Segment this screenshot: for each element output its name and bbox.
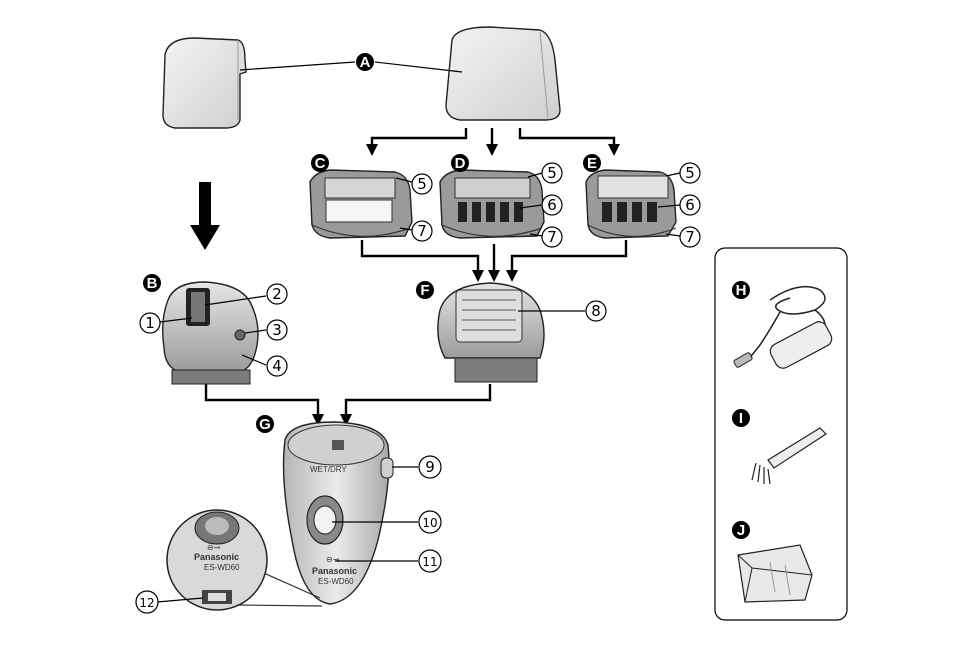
badge-d: D bbox=[451, 154, 469, 172]
svg-text:6: 6 bbox=[685, 196, 695, 214]
callout-7-e: 7 bbox=[679, 226, 701, 248]
svg-text:E: E bbox=[587, 155, 597, 172]
arrow-cap-to-c bbox=[366, 128, 468, 156]
svg-text:G: G bbox=[259, 416, 271, 433]
zoom-model: ES-WD60 bbox=[204, 563, 240, 572]
badge-c: C bbox=[311, 154, 329, 172]
badge-g: G bbox=[256, 415, 274, 433]
svg-text:5: 5 bbox=[417, 175, 427, 193]
svg-text:C: C bbox=[315, 155, 326, 172]
svg-text:A: A bbox=[360, 54, 371, 71]
leader-a-right bbox=[374, 61, 463, 73]
callout-4: 4 bbox=[266, 355, 288, 377]
attachment-c bbox=[309, 169, 413, 239]
svg-text:7: 7 bbox=[547, 228, 557, 246]
epilator-head-f bbox=[437, 282, 545, 383]
callout-10: 10 bbox=[418, 510, 442, 534]
callout-11: 11 bbox=[418, 549, 442, 573]
callout-5-d: 5 bbox=[541, 162, 563, 184]
svg-text:I: I bbox=[739, 410, 743, 427]
arrow-b-to-g bbox=[204, 384, 324, 426]
body-brand: Panasonic bbox=[312, 566, 357, 576]
svg-text:7: 7 bbox=[685, 228, 695, 246]
badge-f: F bbox=[416, 281, 434, 299]
badge-a: A bbox=[356, 53, 374, 71]
callout-3: 3 bbox=[266, 319, 288, 341]
svg-text:6: 6 bbox=[547, 196, 557, 214]
callout-5-c: 5 bbox=[411, 173, 433, 195]
svg-text:2: 2 bbox=[272, 285, 282, 303]
callout-6-d: 6 bbox=[541, 194, 563, 216]
badge-h: H bbox=[732, 281, 750, 299]
arrow-f-to-g bbox=[340, 384, 492, 426]
badge-b: B bbox=[143, 274, 161, 292]
zoom-brand: Panasonic bbox=[194, 552, 239, 562]
svg-text:1: 1 bbox=[145, 314, 155, 332]
svg-text:B: B bbox=[147, 275, 158, 292]
protective-cap-small bbox=[162, 37, 247, 129]
big-down-arrow bbox=[190, 182, 220, 250]
zoom-plug-icon: ⊖⊸ bbox=[207, 543, 221, 552]
attachment-e bbox=[585, 169, 677, 239]
callout-6-e: 6 bbox=[679, 194, 701, 216]
svg-text:J: J bbox=[737, 522, 745, 539]
protective-cap-large bbox=[445, 26, 561, 121]
attachment-d bbox=[439, 169, 545, 239]
badge-i: I bbox=[732, 409, 750, 427]
badge-e: E bbox=[583, 154, 601, 172]
badge-j: J bbox=[732, 521, 750, 539]
svg-text:8: 8 bbox=[591, 302, 601, 320]
callout-7-c: 7 bbox=[411, 220, 433, 242]
cleaning-brush bbox=[751, 427, 827, 485]
power-plug-icon: ⊖⊸ bbox=[326, 555, 340, 564]
svg-text:5: 5 bbox=[685, 164, 695, 182]
pouch bbox=[737, 544, 813, 603]
svg-text:3: 3 bbox=[272, 321, 282, 339]
arrow-c-to-f bbox=[360, 240, 484, 282]
main-body-g bbox=[282, 421, 394, 605]
wet-dry-label: WET/DRY bbox=[310, 465, 347, 474]
svg-text:10: 10 bbox=[422, 516, 437, 530]
arrow-cap-to-e bbox=[518, 128, 620, 156]
svg-text:5: 5 bbox=[547, 164, 557, 182]
svg-text:12: 12 bbox=[139, 596, 154, 610]
svg-text:F: F bbox=[420, 282, 429, 299]
callout-12: 12 bbox=[135, 590, 159, 614]
callout-1: 1 bbox=[139, 312, 161, 334]
svg-text:D: D bbox=[455, 155, 466, 172]
svg-text:H: H bbox=[736, 282, 747, 299]
callout-8: 8 bbox=[585, 300, 607, 322]
shaver-head-b bbox=[161, 281, 259, 385]
svg-text:9: 9 bbox=[425, 458, 435, 476]
zoom-detail bbox=[166, 509, 323, 611]
callout-9: 9 bbox=[418, 455, 442, 479]
callout-2: 2 bbox=[266, 283, 288, 305]
svg-text:4: 4 bbox=[272, 357, 282, 375]
svg-text:11: 11 bbox=[422, 555, 437, 569]
arrow-e-to-f bbox=[506, 240, 628, 282]
body-model: ES-WD60 bbox=[318, 577, 354, 586]
svg-text:7: 7 bbox=[417, 222, 427, 240]
leader-a-left bbox=[239, 61, 356, 71]
ac-adaptor bbox=[733, 285, 833, 369]
callout-7-d: 7 bbox=[541, 226, 563, 248]
callout-5-e: 5 bbox=[679, 162, 701, 184]
